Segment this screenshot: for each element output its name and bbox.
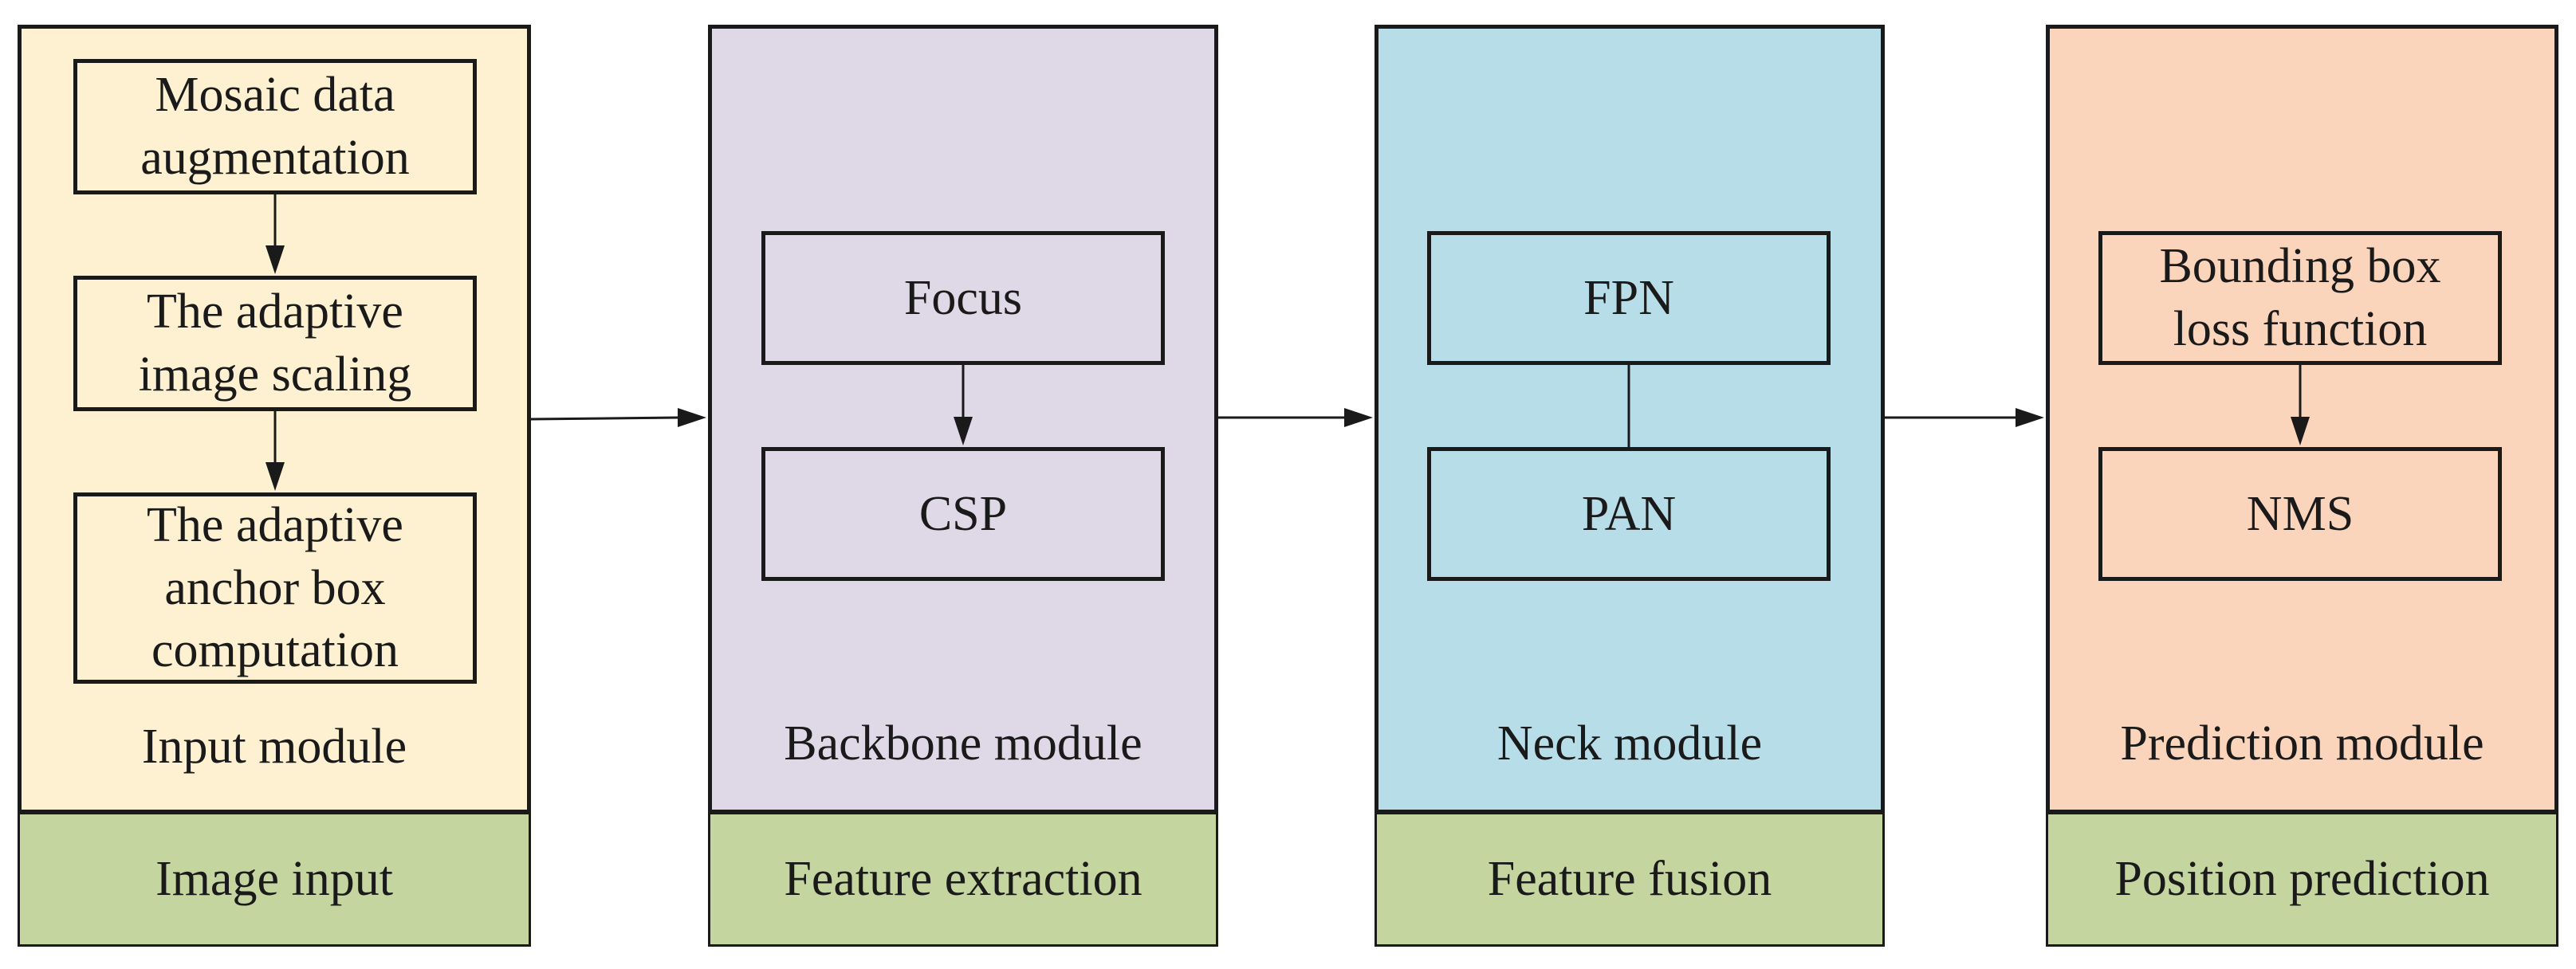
input-step-anchor-line2: anchor box (164, 560, 386, 615)
backbone-step-focus: Focus (761, 231, 1165, 365)
input-step-scaling-line2: image scaling (138, 347, 412, 402)
prediction-step-bbox-loss: Bounding box loss function (2098, 231, 2502, 365)
arrowhead-backbone-to-neck (1344, 408, 1373, 427)
arrow-input-to-backbone (530, 416, 680, 421)
neck-step-pan: PAN (1427, 447, 1831, 581)
arrowhead-neck-to-prediction (2016, 408, 2044, 427)
arrowhead-input-to-backbone (678, 408, 706, 427)
input-footer: Image input (18, 812, 531, 947)
neck-step-fpn-label: FPN (1583, 270, 1674, 325)
prediction-module-label: Prediction module (2120, 716, 2484, 771)
backbone-module-label: Backbone module (784, 716, 1142, 771)
neck-step-fpn: FPN (1427, 231, 1831, 365)
backbone-step-csp-label: CSP (918, 486, 1008, 541)
arrowhead-mosaic-to-scaling (265, 245, 285, 274)
prediction-footer: Position prediction (2046, 812, 2558, 947)
arrowhead-bbox-to-nms (2291, 417, 2310, 445)
input-step-mosaic: Mosaic data augmentation (73, 59, 477, 194)
prediction-step-bbox-loss-line1: Bounding box (2159, 239, 2441, 294)
arrowhead-scaling-to-anchor (265, 462, 285, 491)
prediction-step-bbox-loss-line2: loss function (2173, 302, 2428, 356)
prediction-step-nms-label: NMS (2246, 486, 2354, 541)
neck-module-label: Neck module (1496, 716, 1763, 771)
neck-footer: Feature fusion (1375, 812, 1885, 947)
input-module-label: Input module (141, 720, 407, 774)
prediction-step-nms: NMS (2098, 447, 2502, 581)
input-step-anchor-line1: The adaptive (147, 497, 403, 552)
input-step-mosaic-line1: Mosaic data (155, 68, 395, 123)
backbone-footer: Feature extraction (708, 812, 1218, 947)
backbone-step-csp: CSP (761, 447, 1165, 581)
input-step-anchor: The adaptive anchor box computation (73, 492, 477, 684)
backbone-step-focus-label: Focus (903, 270, 1023, 325)
input-step-anchor-line3: computation (151, 623, 399, 678)
input-step-scaling: The adaptive image scaling (73, 276, 477, 411)
input-step-scaling-line1: The adaptive (147, 284, 403, 339)
neck-step-pan-label: PAN (1581, 486, 1677, 541)
input-step-mosaic-line2: augmentation (140, 131, 410, 185)
arrowhead-focus-to-csp (954, 417, 973, 445)
